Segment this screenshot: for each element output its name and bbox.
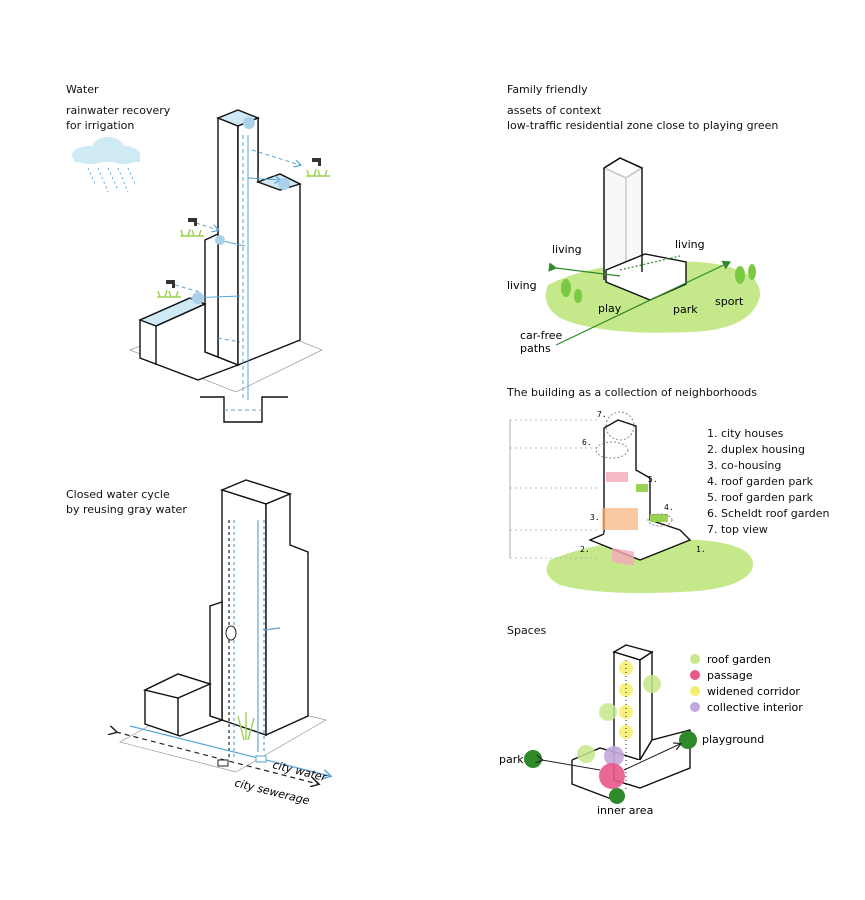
living-label-right: living: [675, 238, 705, 251]
living-label-top: living: [552, 243, 582, 256]
car-free-label-line-2: paths: [520, 342, 551, 355]
family-diagram: living living living play park sport car…: [507, 157, 761, 355]
legend-swatch-widened-corridor: [690, 686, 700, 696]
closed-cycle-title-line-1: Closed water cycle: [66, 488, 170, 501]
inner-area-label: inner area: [597, 804, 653, 817]
legend-roof-garden: roof garden: [707, 653, 771, 666]
sport-label: sport: [715, 295, 744, 308]
water-title: Water: [66, 83, 99, 96]
neighborhood-item-6: 6. Scheldt roof garden: [707, 507, 830, 520]
marker-2: 2.: [580, 545, 590, 554]
family-subtitle: assets of context low-traffic residentia…: [507, 103, 778, 133]
rain-icon: [87, 167, 137, 193]
spaces-circles: [524, 661, 697, 804]
marker-3: 3.: [590, 513, 600, 522]
neighborhoods-diagram: 7. 6. 5. 4. 3. 2. 1.: [509, 410, 753, 594]
city-sewerage-label: city sewerage: [233, 776, 311, 807]
family-title: Family friendly: [507, 83, 588, 96]
car-free-path: [555, 260, 732, 346]
neighborhoods-list: 1. city houses 2. duplex housing 3. co-h…: [707, 426, 830, 538]
neighborhood-item-2: 2. duplex housing: [707, 443, 805, 456]
marker-7: 7.: [597, 410, 607, 419]
city-water-line: [129, 725, 330, 776]
water-subtitle-line-2: for irrigation: [66, 119, 135, 132]
city-sewerage-line: [116, 732, 318, 784]
neighborhood-item-1: 1. city houses: [707, 427, 784, 440]
spaces-title: Spaces: [507, 624, 547, 637]
marker-4: 4.: [664, 503, 674, 512]
closed-cycle-title-line-2: by reusing gray water: [66, 503, 187, 516]
cloud-icon: [72, 137, 140, 164]
marker-5: 5.: [648, 475, 658, 484]
spaces-diagram: roof garden passage widened corridor col…: [499, 644, 803, 817]
park-label: park: [673, 303, 698, 316]
cistern: [200, 396, 288, 423]
legend-swatch-passage: [690, 670, 700, 680]
closed-cycle-diagram: city water city sewerage: [116, 479, 330, 808]
spaces-legend: roof garden passage widened corridor col…: [690, 653, 803, 714]
legend-swatch-collective-interior: [690, 702, 700, 712]
tree-icon: [561, 264, 756, 303]
park-space-label: park: [499, 753, 524, 766]
tap-icon: [166, 158, 321, 288]
car-free-label-line-1: car-free: [520, 329, 562, 342]
legend-collective-interior: collective interior: [707, 701, 803, 714]
water-diagram: [72, 109, 330, 423]
path-left: [548, 262, 621, 277]
city-water-label: city water: [271, 758, 329, 784]
neighborhood-item-3: 3. co-housing: [707, 459, 782, 472]
legend-swatch-roof-garden: [690, 654, 700, 664]
family-subtitle-line-2: low-traffic residential zone close to pl…: [507, 119, 779, 132]
family-subtitle-line-1: assets of context: [507, 104, 602, 117]
play-label: play: [598, 302, 622, 315]
water-subtitle-line-1: rainwater recovery: [66, 104, 171, 117]
toilet-icon: [225, 625, 237, 641]
neighborhood-item-4: 4. roof garden park: [707, 475, 813, 488]
marker-1: 1.: [696, 545, 706, 554]
closed-cycle-building: [142, 479, 309, 737]
neighborhood-item-7: 7. top view: [707, 523, 768, 536]
playground-label: playground: [702, 733, 764, 746]
water-tanks: [192, 117, 290, 304]
legend-widened-corridor: widened corridor: [707, 685, 800, 698]
grass-icon: [157, 168, 330, 298]
legend-passage: passage: [707, 669, 753, 682]
family-building: [602, 157, 687, 301]
neighborhood-item-5: 5. roof garden park: [707, 491, 813, 504]
neighborhoods-title: The building as a collection of neighbor…: [507, 386, 758, 399]
living-label-left: living: [507, 279, 537, 292]
marker-6: 6.: [582, 438, 592, 447]
closed-cycle-title: Closed water cycle by reusing gray water: [66, 487, 187, 517]
water-subtitle: rainwater recovery for irrigation: [66, 103, 170, 133]
